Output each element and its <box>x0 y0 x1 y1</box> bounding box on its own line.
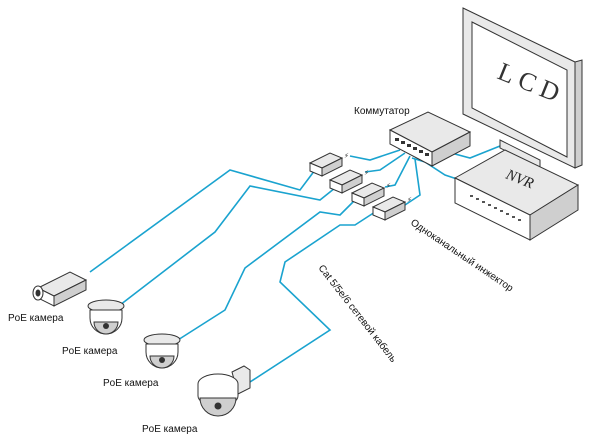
camera-1-label: PoE камера <box>8 313 64 324</box>
svg-text:⚡: ⚡ <box>344 152 349 160</box>
network-switch: Коммутатор <box>354 106 472 167</box>
injector-2: ⚡ <box>328 169 369 194</box>
camera-1-body-side <box>53 279 87 307</box>
injector-label: Одноканальный инжектор <box>408 217 515 294</box>
cable-switch-nvr-2 <box>411 157 461 181</box>
switch-ports <box>395 138 429 156</box>
camera-3-label: PoE камера <box>103 378 159 389</box>
lcd-monitor: LCD <box>462 7 583 169</box>
nvr-side <box>529 184 579 241</box>
monitor-side <box>574 59 583 169</box>
switch-label: Коммутатор <box>354 106 410 117</box>
cable-label: Cat 5/5e/6 сетевой кабель <box>316 262 400 364</box>
cable-inj2-camera2 <box>119 185 336 306</box>
nvr-front-buttons <box>470 195 521 221</box>
cable-switch-inj4 <box>404 158 421 206</box>
camera-2-label: PoE камера <box>62 346 118 357</box>
camera-4-ptz: PoE камера <box>142 365 251 435</box>
camera-3-dome: PoE камера <box>103 333 181 389</box>
cable-inj4-camera4 <box>249 211 376 383</box>
cable-switch-inj2 <box>364 152 406 173</box>
svg-text:⚡: ⚡ <box>407 196 412 204</box>
injector-1: ⚡ <box>308 152 349 177</box>
network-cables <box>89 145 521 383</box>
monitor-screen <box>471 21 568 158</box>
injector-3: ⚡ <box>350 182 391 207</box>
switch-side <box>431 131 471 167</box>
cable-switch-inj1 <box>349 149 401 161</box>
cable-switch-inj3 <box>384 155 411 188</box>
nvr-recorder: NVR <box>453 149 580 241</box>
camera-2-dome: PoE камера <box>62 299 125 357</box>
svg-text:⚡: ⚡ <box>364 169 369 177</box>
injector-4: ⚡ <box>371 196 412 221</box>
cable-inj1-camera1 <box>89 169 316 273</box>
svg-text:⚡: ⚡ <box>386 182 391 190</box>
cable-inj3-camera3 <box>169 199 356 346</box>
camera-1-bullet: PoE камера <box>8 271 88 324</box>
camera-4-label: PoE камера <box>142 424 198 435</box>
